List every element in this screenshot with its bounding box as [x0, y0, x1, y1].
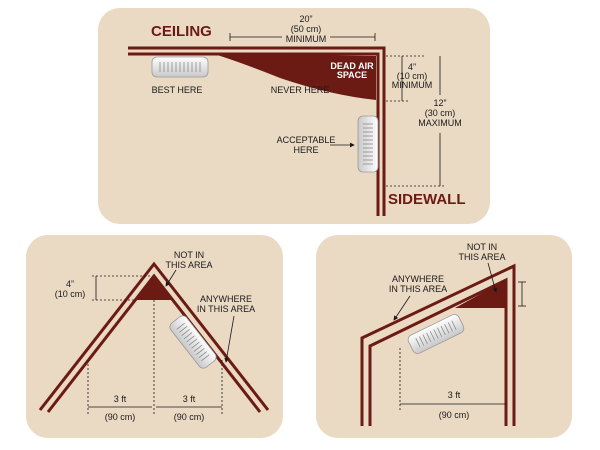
bottom-right-diagram: NOT IN THIS AREA ANYWHERE IN THIS AREA 3… [360, 242, 526, 426]
anywhere-label-line1: ANYWHERE [392, 274, 444, 284]
not-in-label-line1: NOT IN [467, 242, 497, 252]
dead-air-label-line1: DEAD AIR [330, 61, 374, 71]
not-in-area-triangle [455, 280, 506, 308]
dead-air-label-line2: SPACE [337, 70, 367, 80]
width-label-line1: 20” [299, 14, 312, 24]
acceptable-label-line2: HERE [293, 145, 318, 155]
distance-label-line2: (90 cm) [439, 410, 470, 420]
min-label-line2: (10 cm) [397, 71, 428, 81]
width-label-line2: (50 cm) [291, 24, 322, 34]
left-distance-label-line2: (90 cm) [105, 412, 136, 422]
peaked-roof-outer [38, 261, 270, 411]
left-distance-label-line1: 3 ft [114, 394, 127, 404]
anywhere-label-line2: IN THIS AREA [197, 304, 255, 314]
bottom-left-diagram: NOT IN THIS AREA 4” (10 cm) ANYWHERE IN … [38, 250, 270, 422]
min-label-line3: MINIMUM [392, 80, 433, 90]
dead-air-space [214, 54, 376, 100]
not-in-label-line2: THIS AREA [458, 252, 505, 262]
width-label-line3: MINIMUM [286, 34, 327, 44]
shed-roof-outer [360, 263, 516, 426]
anywhere-label-line1: ANYWHERE [200, 294, 252, 304]
right-distance-label-line2: (90 cm) [174, 412, 205, 422]
top-diagram: DEAD AIR SPACE CEILING SIDEWALL 20” (50 … [128, 14, 466, 216]
not-in-area-triangle [136, 276, 172, 300]
never-here-label: NEVER HERE [271, 85, 330, 95]
ceiling-wall-line [128, 46, 386, 216]
ceiling-title: CEILING [151, 23, 212, 40]
sidewall-title: SIDEWALL [388, 191, 466, 208]
right-distance-label-line1: 3 ft [183, 394, 196, 404]
smoke-detector-icon [151, 56, 209, 78]
not-in-label-line2: THIS AREA [165, 260, 212, 270]
max-label-line2: (30 cm) [425, 108, 456, 118]
height-label-line1: 4” [66, 279, 74, 289]
shed-roof-inner [368, 277, 508, 426]
distance-label-line1: 3 ft [448, 390, 461, 400]
smoke-detector-icon [406, 312, 466, 356]
acceptable-label-line1: ACCEPTABLE [277, 135, 336, 145]
max-label-line1: 12” [433, 98, 446, 108]
smoke-detector-icon [357, 115, 379, 173]
smoke-detector-icon [167, 313, 219, 371]
min-label-line1: 4” [408, 62, 416, 72]
not-in-label-line1: NOT IN [174, 250, 204, 260]
height-label-line2: (10 cm) [55, 289, 86, 299]
bottom-left-panel [26, 235, 283, 438]
max-label-line3: MAXIMUM [418, 118, 462, 128]
anywhere-label-line2: IN THIS AREA [389, 284, 447, 294]
best-here-label: BEST HERE [152, 85, 203, 95]
